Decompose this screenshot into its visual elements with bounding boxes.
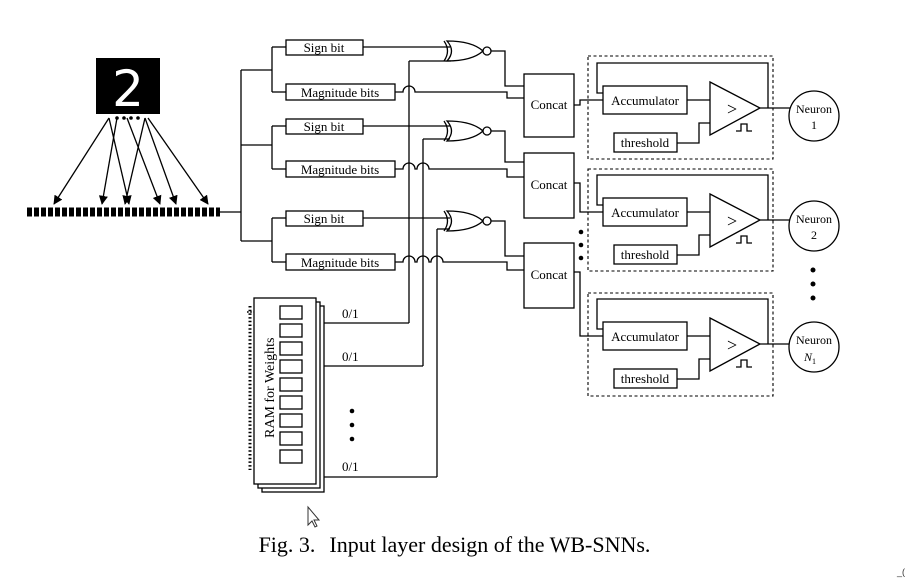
- neuron-label-1: Neuron: [796, 102, 832, 116]
- ram-output-label-1: 0/1: [342, 306, 359, 321]
- pixel-fanout-arrows: [53, 117, 209, 205]
- neuron-label-2: Neuron: [796, 212, 832, 226]
- neuron-module-2: Accumulator threshold >: [587, 168, 790, 272]
- output-neuron-ellipsis: [810, 267, 816, 301]
- mouse-cursor-icon: [307, 505, 321, 528]
- bit-split-blocks: Sign bit Magnitude bits Sign bit Magnitu…: [285, 39, 396, 271]
- accumulator-box-2: [602, 197, 688, 227]
- accumulator-label-2: Accumulator: [611, 205, 680, 220]
- magnitude-bits-label-1: Magnitude bits: [301, 85, 379, 100]
- input-digit-image: 2: [96, 58, 160, 120]
- concat-label-3: Concat: [531, 267, 568, 282]
- neuron-index-2: 2: [811, 228, 817, 242]
- concat-label-2: Concat: [531, 177, 568, 192]
- sign-bit-label-3: Sign bit: [304, 211, 345, 226]
- xnor-gate-2: [443, 120, 492, 142]
- xnor-gate-3: [443, 210, 492, 232]
- neuron-module-1: Accumulator threshold >: [587, 55, 790, 160]
- accumulator-label-1: Accumulator: [611, 93, 680, 108]
- neuron-index-n: N: [803, 350, 813, 364]
- comparator-symbol-1: >: [727, 99, 737, 119]
- sign-to-gate-wires: [363, 46, 450, 219]
- ram-label: RAM for Weights: [263, 337, 278, 438]
- ram-pins: [247, 306, 254, 470]
- concat-box-3: [523, 242, 575, 309]
- sign-bit-label-1: Sign bit: [304, 40, 345, 55]
- ram-output-label-3: 0/1: [342, 459, 359, 474]
- wb-snn-input-layer-diagram: 2 Sign bit M: [27, 39, 840, 528]
- concat-blocks: Concat Concat Concat: [523, 73, 575, 309]
- ram-output-label-2: 0/1: [342, 349, 359, 364]
- figure-caption-text: Input layer design of the WB-SNNs.: [329, 532, 651, 557]
- magnitude-bits-label-3: Magnitude bits: [301, 255, 379, 270]
- concat-label-1: Concat: [531, 97, 568, 112]
- threshold-label-1: threshold: [621, 135, 670, 150]
- svg-text:N1: N1: [803, 350, 816, 366]
- concat-to-accumulator-wires: [574, 99, 603, 337]
- input-fanout-wires: [220, 46, 286, 263]
- comparator-symbol-3: >: [727, 335, 737, 355]
- magnitude-to-concat-wires: [395, 85, 524, 271]
- figure-caption-label: Fig. 3.: [258, 532, 316, 557]
- figure-caption: Fig. 3. Input layer design of the WB-SNNs…: [0, 532, 909, 558]
- ram-output-ellipsis: [349, 408, 355, 442]
- gate-to-concat-wires: [491, 50, 524, 257]
- neuron-module-3: Accumulator threshold >: [587, 292, 790, 397]
- neuron-index-n-subscript: 1: [812, 357, 816, 366]
- comparator-symbol-2: >: [727, 211, 737, 231]
- neuron-index-1: 1: [811, 118, 817, 132]
- concat-box-1: [523, 73, 575, 138]
- threshold-label-2: threshold: [621, 247, 670, 262]
- sign-bit-label-2: Sign bit: [304, 119, 345, 134]
- concat-box-2: [523, 152, 575, 219]
- accumulator-label-3: Accumulator: [611, 329, 680, 344]
- ram-for-weights: RAM for Weights: [247, 297, 325, 493]
- xnor-gate-1: [443, 40, 492, 62]
- neuron-label-n: Neuron: [796, 333, 832, 347]
- magnitude-bits-label-2: Magnitude bits: [301, 162, 379, 177]
- corner-mark: _(: [896, 567, 905, 577]
- output-neuron-2: Neuron 2: [788, 200, 840, 252]
- ram-cells: [279, 305, 303, 464]
- ram-weight-wires: [321, 60, 451, 478]
- output-neuron-1: Neuron 1: [788, 90, 840, 142]
- threshold-label-3: threshold: [621, 371, 670, 386]
- output-neuron-n: Neuron N1: [788, 321, 840, 373]
- input-digit: 2: [112, 60, 144, 118]
- concat-ellipsis: [578, 229, 584, 261]
